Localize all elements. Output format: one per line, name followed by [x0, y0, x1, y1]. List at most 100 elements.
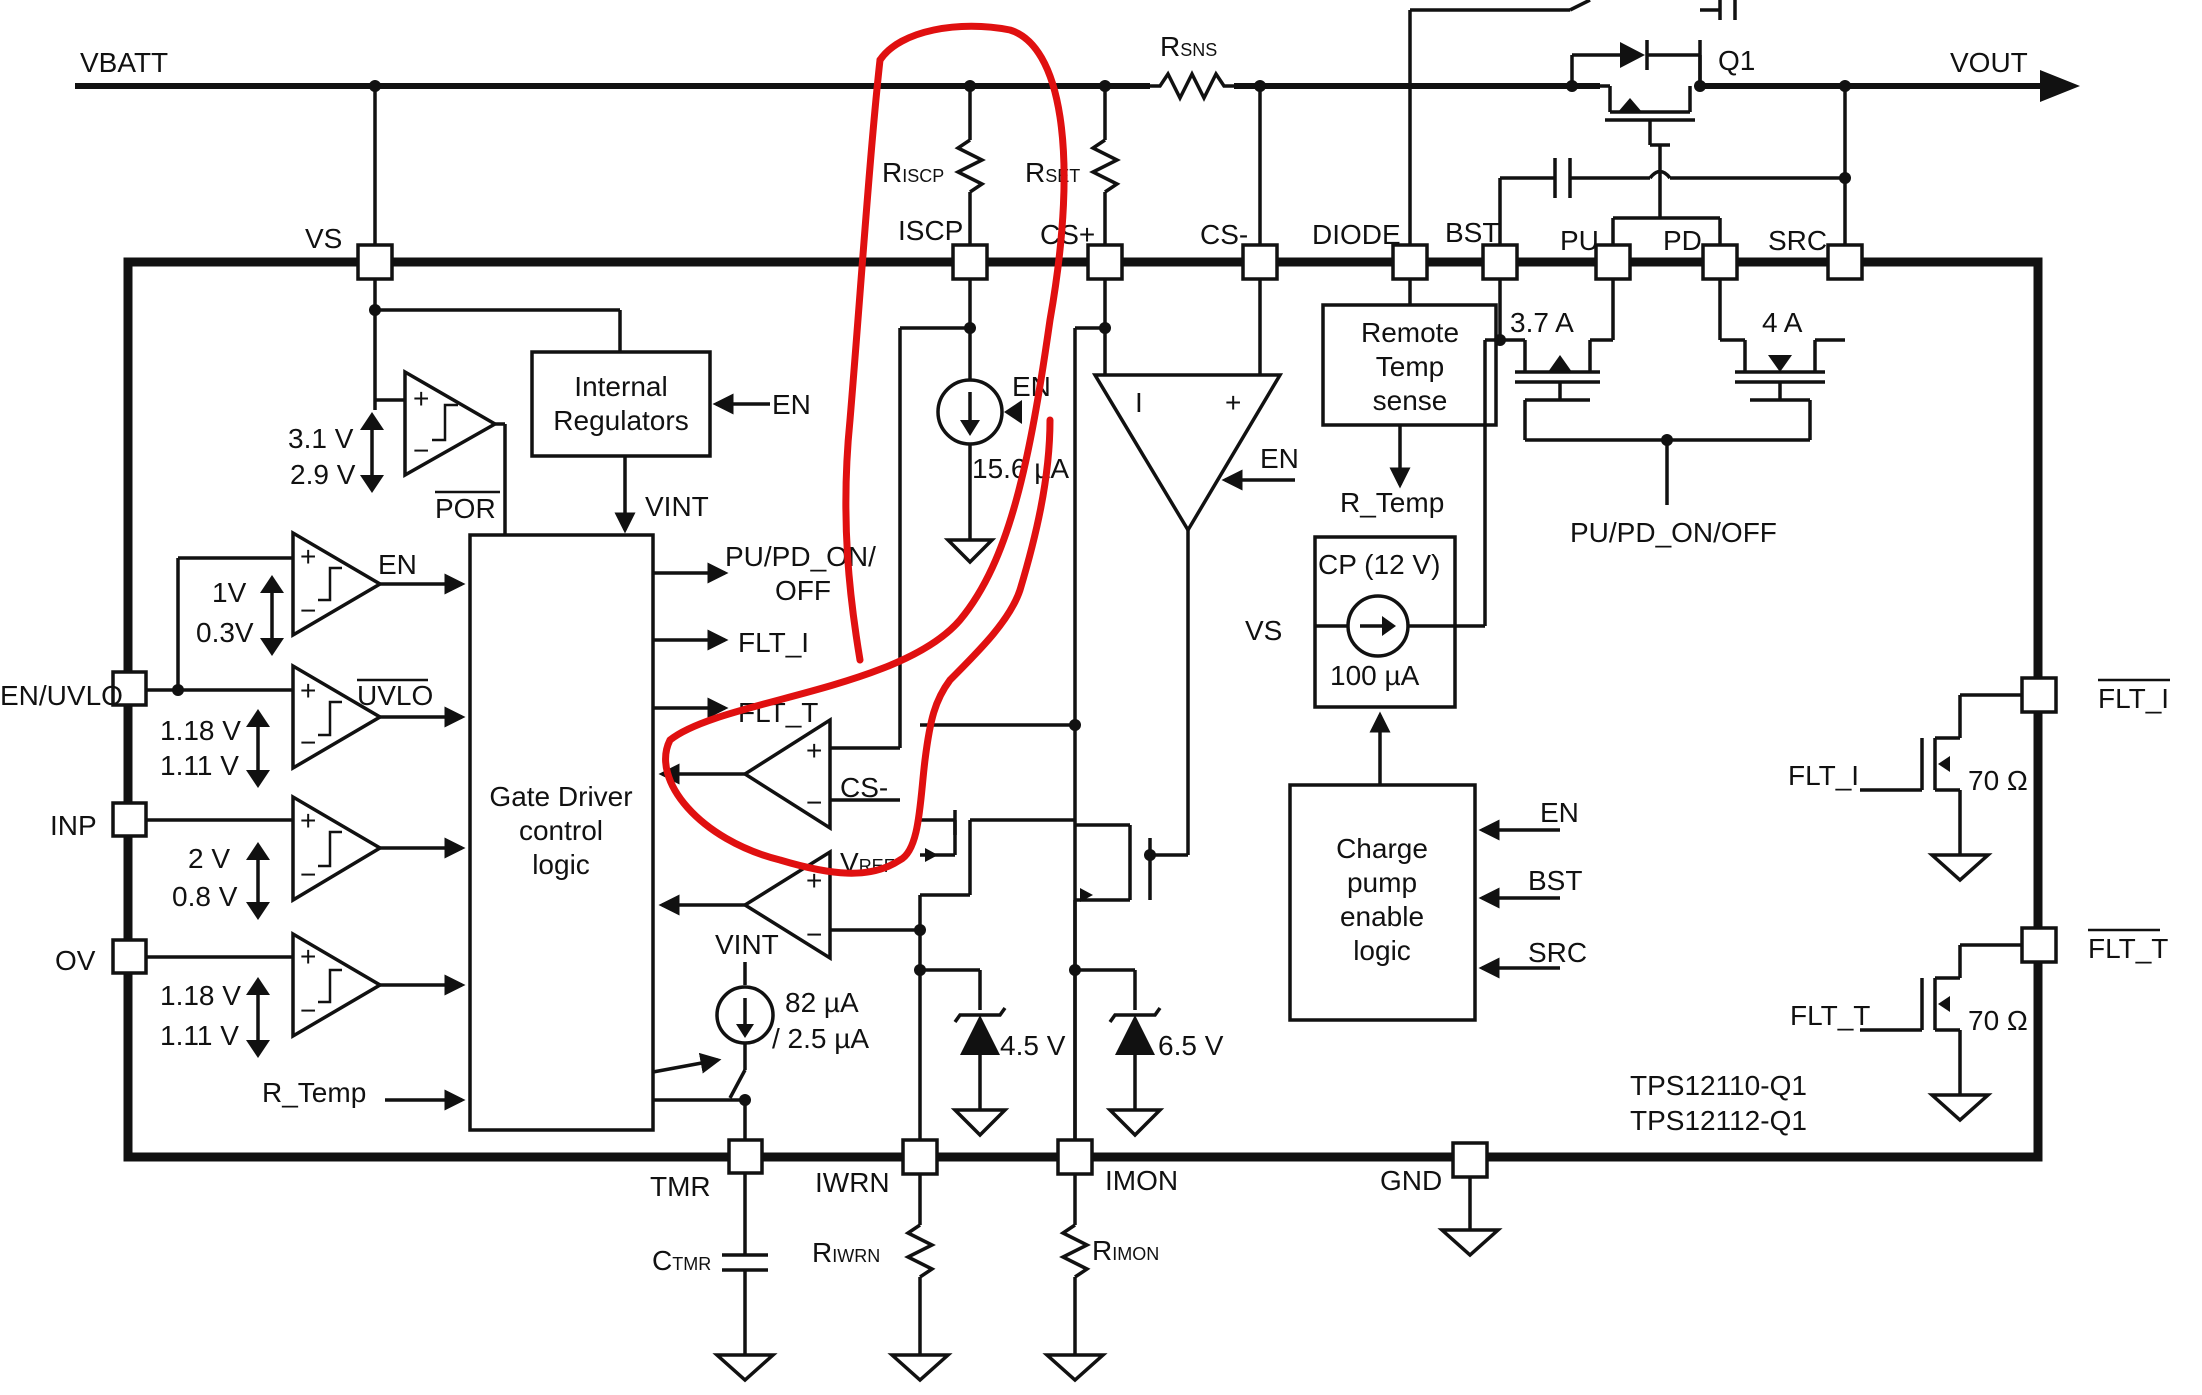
gd-line3: logic [532, 849, 590, 880]
gd-line1: Gate Driver [489, 781, 632, 812]
ov-hi: 1.18 V [160, 980, 241, 1011]
iscp-cs-head [960, 420, 980, 436]
iwrn-node [914, 924, 926, 936]
riwrn-label: RIWRN [812, 1237, 880, 1268]
cpe-line3: enable [1340, 901, 1424, 932]
gd-line2: control [519, 815, 603, 846]
top-wire-tail [1569, 0, 1591, 12]
pupd-ctrl-node [1661, 434, 1673, 446]
z1-label: 4.5 V [1000, 1030, 1066, 1061]
flt-t-r-label: 70 Ω [1968, 1005, 2028, 1036]
por-hi: 3.1 V [288, 423, 354, 454]
flt-i-fet [1860, 693, 2022, 855]
part-number-2: TPS12112-Q1 [1630, 1105, 1807, 1136]
gnd-pin [1451, 1141, 1489, 1179]
vout-node [1839, 80, 1851, 92]
gate-driver-block [468, 533, 655, 1132]
rsns-resistor [1150, 70, 1234, 102]
en-uvlo-pin [111, 670, 148, 707]
por-arrow-up [360, 412, 384, 430]
riscp-label: RISCP [882, 157, 944, 188]
mirror-node [1069, 719, 1081, 731]
amp-plus-label: + [1225, 387, 1241, 418]
inp-pin [111, 801, 148, 838]
q1-mosfet [1570, 40, 1702, 147]
tmr-switch-ctrl [652, 1052, 722, 1074]
pd-current-label: 4 A [1762, 307, 1803, 338]
ov-hyst [318, 968, 342, 1004]
ctmr-label: CTMR [652, 1245, 711, 1276]
tmr-cs-head [736, 1024, 754, 1038]
bst-label: BST [1445, 217, 1499, 248]
pupd-label1: PU/PD_ON/ [725, 541, 876, 572]
z1-bar [953, 1006, 1007, 1024]
vs-pin [356, 243, 394, 281]
pd-pin [1701, 243, 1739, 281]
cpe-src-label: SRC [1528, 937, 1587, 968]
rset-label: RSET [1025, 157, 1080, 188]
q1-node-left [1566, 80, 1578, 92]
bst-pin [1481, 243, 1519, 281]
internal-regulators-block [530, 350, 712, 458]
vout-label: VOUT [1950, 47, 2028, 78]
ov-plus: + [300, 941, 316, 972]
flt-t-gate-label: FLT_T [1790, 1000, 1870, 1031]
uvlo-arrow-dn [246, 770, 270, 788]
en-minus: − [300, 595, 316, 626]
pu-current-label: 3.7 A [1510, 307, 1574, 338]
rsns-label: RSNS [1160, 31, 1217, 62]
cp-label: CP (12 V) [1318, 549, 1440, 580]
z2-bar [1108, 1006, 1162, 1024]
ov-arrow-up [246, 977, 270, 995]
flt-i-pin [2020, 676, 2058, 714]
riwrn-gnd [887, 1353, 953, 1383]
iwrn-comparator [741, 848, 832, 962]
rtemp-out-label: R_Temp [1340, 487, 1444, 518]
por-lo: 2.9 V [290, 459, 356, 490]
q1-label: Q1 [1718, 45, 1755, 76]
inp-arrow-dn [246, 902, 270, 920]
por-hyst [432, 403, 458, 442]
en-arrow-up [260, 575, 284, 593]
flt-t-fet [1860, 943, 2022, 1095]
rt-line2: Temp [1376, 351, 1444, 382]
gnd-symbol [1437, 1228, 1503, 1258]
diode-label: DIODE [1312, 219, 1401, 250]
iscp-comp-plus-sign: + [806, 735, 822, 766]
iscp-pin [951, 243, 989, 281]
imon-pin [1056, 1138, 1094, 1176]
iwrn-pin [901, 1138, 939, 1176]
vout-arrow [2040, 70, 2080, 102]
iscp-gnd [943, 538, 997, 565]
uvlo-plus: + [300, 675, 316, 706]
uvlo-comparator [291, 662, 384, 772]
en-uvlo-label: EN/UVLO [0, 680, 123, 711]
current-sense-amp [1091, 373, 1284, 534]
amp-i-label: I [1135, 387, 1143, 418]
en-lo: 0.3V [196, 617, 254, 648]
src-node [1839, 172, 1851, 184]
riscp-node [964, 80, 976, 92]
pu-fet [1500, 279, 1615, 440]
tmr-current-2: / 2.5 µA [772, 1023, 869, 1054]
por-plus: + [413, 383, 429, 414]
vs-node [369, 80, 381, 92]
rset-node [1099, 80, 1111, 92]
rt-line3: sense [1373, 385, 1448, 416]
en-comparator [291, 529, 384, 639]
uvlo-lo: 1.11 V [160, 750, 239, 781]
por-minus: − [413, 435, 429, 466]
cpe-line2: pump [1347, 867, 1417, 898]
iwrn-label: IWRN [815, 1167, 890, 1198]
riscp-resistor [954, 138, 986, 194]
charge-pump-enable-block [1288, 783, 1477, 1022]
inp-lo: 0.8 V [172, 881, 238, 912]
ov-label: OV [55, 945, 96, 976]
en-hi: 1V [212, 577, 247, 608]
uvlo-out-label: UVLO [357, 680, 433, 711]
csm-node [1254, 80, 1266, 92]
cpe-line1: Charge [1336, 833, 1428, 864]
ov-minus: − [300, 995, 316, 1026]
cs-plus-label: CS+ [1040, 219, 1095, 250]
